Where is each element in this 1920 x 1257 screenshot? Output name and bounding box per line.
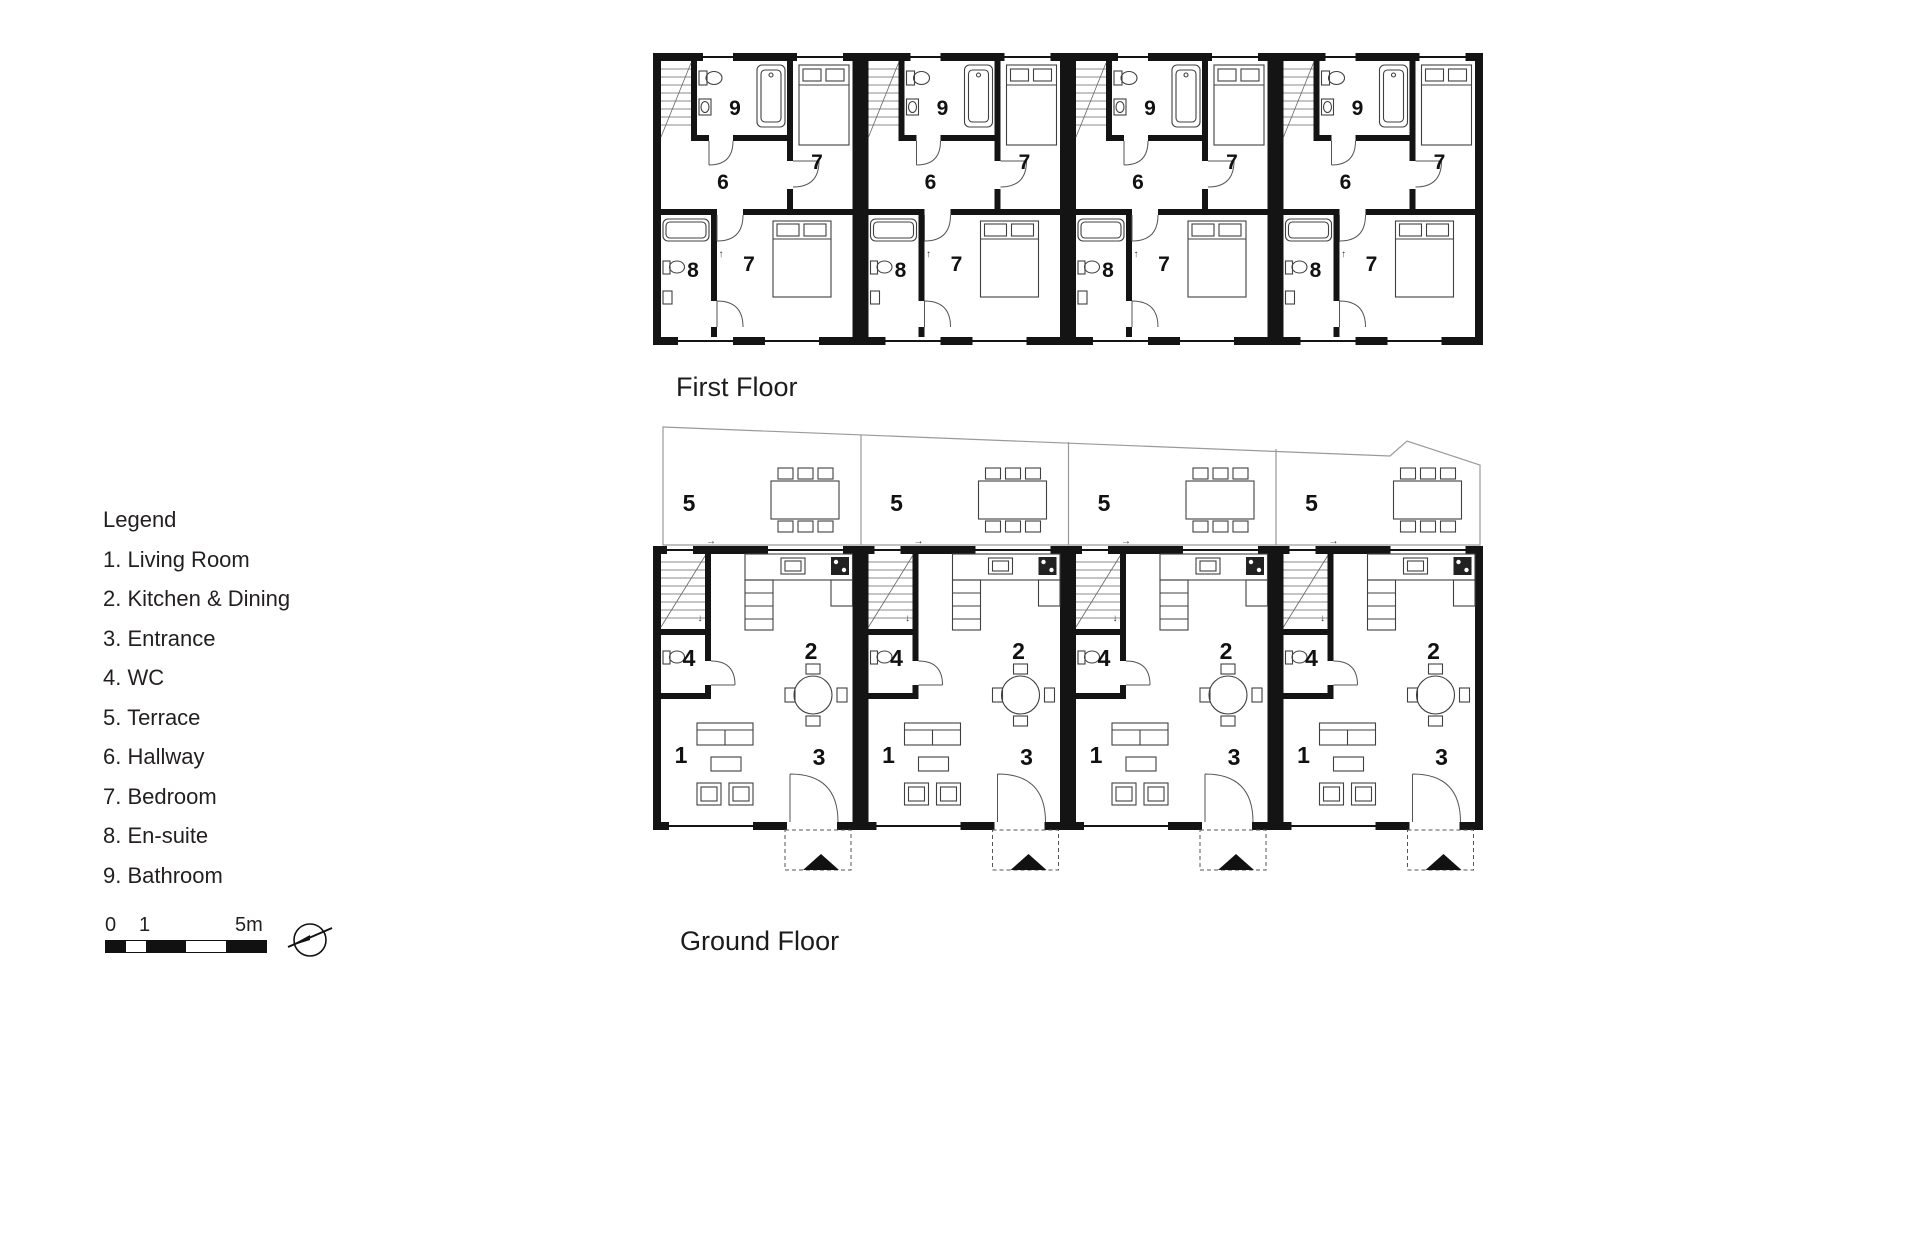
first-floor-title: First Floor <box>676 372 798 402</box>
legend-item-ensuite: 8. En-suite <box>103 823 209 848</box>
first-floor-plan: 9 7 6 8 7 ↑ <box>653 53 1484 346</box>
scale-bar-graphic <box>105 940 267 953</box>
ground-floor-plan: 5 2 4 1 3 → ↓ <box>653 426 1484 871</box>
legend-item-hallway: 6. Hallway <box>103 744 205 769</box>
legend-title: Legend <box>103 507 177 532</box>
ground-floor-unit-2 <box>859 467 1069 871</box>
legend-item-terrace: 5. Terrace <box>103 704 201 730</box>
legend-item-living: 1. Living Room <box>103 546 250 572</box>
first-floor-unit-2 <box>859 53 1069 346</box>
scale-segment <box>146 941 186 952</box>
terrace-boundary <box>662 426 1481 546</box>
scale-segment <box>186 941 226 952</box>
scale-label-5m: 5m <box>235 914 263 936</box>
scale-segment <box>126 941 146 952</box>
legend-item-bathroom: 9. Bathroom <box>103 862 223 888</box>
ground-floor-unit-4 <box>1274 467 1484 871</box>
ground-floor-unit-1 <box>653 467 862 871</box>
legend: Legend 1. Living Room 2. Kitchen & Dinin… <box>103 500 290 895</box>
scale-segment <box>106 941 126 952</box>
legend-item-wc: 4. WC <box>103 665 165 690</box>
scale-label-0: 0 <box>105 914 117 936</box>
legend-item-kitchen: 2. Kitchen & Dining <box>103 586 291 611</box>
first-floor-unit-4 <box>1274 53 1484 346</box>
scale-bar: 0 1 5m <box>105 914 275 954</box>
legend-item-entrance: 3. Entrance <box>103 625 216 651</box>
first-floor-unit-1 <box>653 53 862 346</box>
first-floor-unit-3 <box>1067 53 1277 346</box>
legend-item-bedroom: 7. Bedroom <box>103 783 217 809</box>
ground-floor-unit-3 <box>1067 467 1277 871</box>
north-compass-icon <box>287 923 333 957</box>
scale-label-1: 1 <box>139 914 151 936</box>
scale-segment <box>226 941 266 952</box>
ground-floor-title: Ground Floor <box>680 926 840 956</box>
